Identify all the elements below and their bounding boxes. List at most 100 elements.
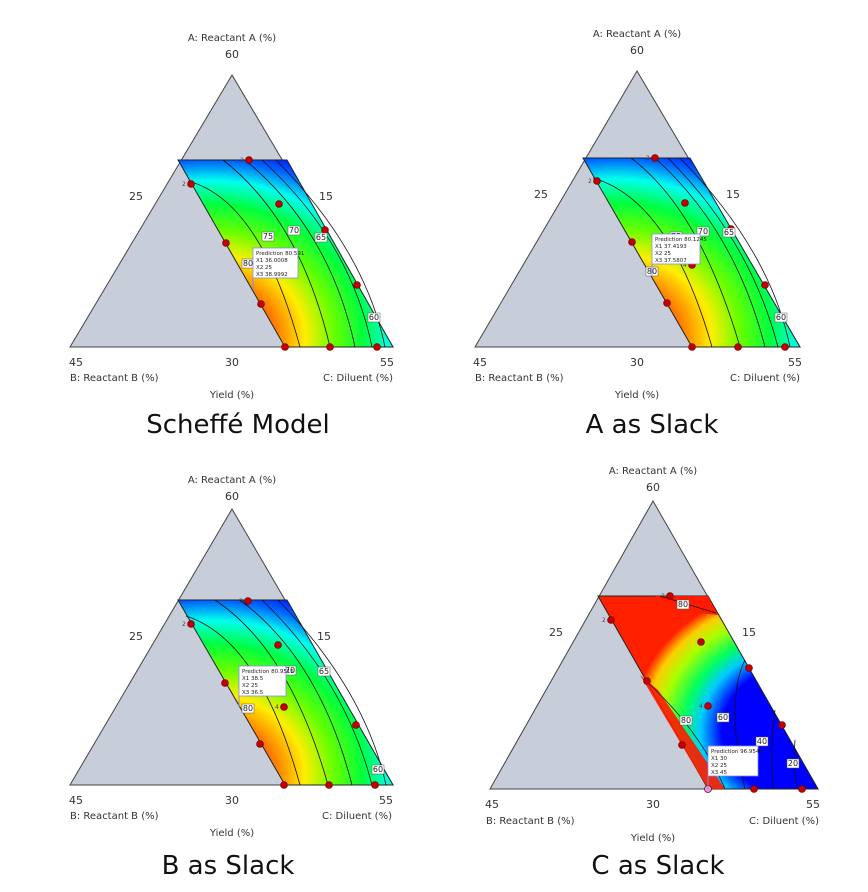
contour-label: 80: [243, 704, 253, 713]
contour-label: 60: [369, 313, 379, 322]
bottom-left-tick: 45: [69, 356, 83, 369]
left-axis-label: B: Reactant B (%): [70, 811, 159, 822]
top-axis-label: A: Reactant A (%): [188, 33, 276, 44]
right-axis-label: C: Diluent (%): [323, 373, 393, 384]
left-tick: 25: [549, 626, 563, 639]
response-label: Yield (%): [209, 390, 254, 401]
contour-label: 60: [373, 765, 383, 774]
prediction-tooltip: Prediction 80.1245 X1 37.4193 X2 25 X3 3…: [651, 233, 707, 276]
high-yield-band-left: [640, 675, 725, 789]
caption-a-as-slack: A as Slack: [585, 410, 719, 440]
svg-text:X2 25: X2 25: [711, 763, 728, 769]
contour-label-boxes: [676, 599, 800, 769]
bottom-mid-tick: 30: [225, 794, 239, 807]
svg-text:X3 36.5: X3 36.5: [242, 690, 264, 696]
point-label: 2: [646, 155, 650, 162]
contour-lines: [185, 599, 387, 786]
response-label: Yield (%): [630, 833, 675, 844]
svg-text:X2 25: X2 25: [242, 683, 259, 689]
svg-text:X3 38.9992: X3 38.9992: [256, 272, 288, 278]
prediction-tooltip: Prediction 80.591 X1 36.0008 X2 25 X3 38…: [252, 247, 304, 290]
contour-label: 65: [724, 228, 734, 237]
contour-label: 40: [757, 737, 767, 746]
svg-text:X1 30: X1 30: [711, 756, 728, 762]
contour-label: 70: [285, 666, 295, 675]
right-tick: 15: [317, 630, 331, 643]
caption-scheffe-model: Scheffé Model: [146, 410, 330, 440]
bottom-mid-tick: 30: [630, 356, 644, 369]
point-label: 2: [661, 593, 665, 600]
contour-label-boxes: [241, 225, 381, 323]
left-axis-label: B: Reactant B (%): [486, 816, 575, 827]
svg-text:Prediction 80.9515: Prediction 80.9515: [242, 669, 294, 675]
prediction-tooltip: Prediction 96.9548 X1 30 X2 25 X3 45: [707, 745, 763, 789]
contour-label: 75: [263, 232, 273, 241]
caption-b-as-slack: B as Slack: [161, 851, 295, 881]
contour-label: 70: [289, 226, 299, 235]
right-tick: 15: [319, 190, 333, 203]
point-label: 2: [182, 621, 186, 628]
svg-text:X1 36.0008: X1 36.0008: [256, 258, 288, 264]
top-tick: 60: [630, 44, 644, 57]
right-tick: 15: [726, 188, 740, 201]
bottom-mid-tick: 30: [225, 356, 239, 369]
right-axis-label: C: Diluent (%): [322, 811, 392, 822]
point-label: 2: [588, 178, 592, 185]
right-axis-label: C: Diluent (%): [749, 816, 819, 827]
bottom-left-tick: 45: [69, 794, 83, 807]
svg-text:X1 37.4193: X1 37.4193: [655, 244, 687, 250]
bottom-left-tick: 45: [473, 356, 487, 369]
bottom-mid-tick: 30: [646, 798, 660, 811]
contour-label: 70: [698, 227, 708, 236]
point-label: 2: [239, 598, 243, 605]
contour-label: 60: [776, 313, 786, 322]
panel-a-as-slack: A: Reactant A (%) 60 2 2 4: [473, 29, 802, 401]
top-tick: 60: [225, 48, 239, 61]
point-label: 2: [602, 617, 606, 624]
contour-label: 80: [243, 259, 253, 268]
bottom-right-tick: 55: [380, 356, 394, 369]
panel-scheffe-model: A: Reactant A (%) 60 2 2: [69, 33, 394, 401]
bottom-right-tick: 55: [806, 798, 820, 811]
right-tick: 15: [742, 626, 756, 639]
top-axis-label: A: Reactant A (%): [609, 466, 697, 477]
contour-label: 80: [681, 716, 691, 725]
right-axis-label: C: Diluent (%): [730, 373, 800, 384]
point-label: 2: [240, 157, 244, 164]
contour-label: 65: [319, 667, 329, 676]
svg-text:X1 38.5: X1 38.5: [242, 676, 264, 682]
svg-text:X2 25: X2 25: [655, 251, 672, 257]
top-tick: 60: [646, 481, 660, 494]
svg-text:Prediction 80.1245: Prediction 80.1245: [655, 237, 707, 243]
contour-label: 80: [678, 600, 688, 609]
design-points: [593, 154, 789, 351]
point-label: 2: [182, 181, 186, 188]
top-tick: 60: [225, 490, 239, 503]
point-label: 4: [683, 262, 687, 269]
panel-b-as-slack: A: Reactant A (%) 60 2 2 4: [69, 475, 394, 839]
response-label: Yield (%): [209, 828, 254, 839]
caption-c-as-slack: C as Slack: [591, 851, 725, 881]
svg-text:X2 25: X2 25: [256, 265, 273, 271]
contour-label: 60: [718, 713, 728, 722]
top-axis-label: A: Reactant A (%): [593, 29, 681, 40]
bottom-right-tick: 55: [379, 794, 393, 807]
contour-lines: [592, 157, 791, 348]
point-label: 4: [699, 703, 703, 710]
design-points: [187, 156, 381, 351]
response-label: Yield (%): [614, 390, 659, 401]
point-label: 4: [275, 704, 279, 711]
panel-c-as-slack: A: Reactant A (%) 60 2 2 4: [485, 466, 820, 844]
prediction-tooltip: Prediction 80.9515 X1 38.5 X2 25 X3 36.5: [238, 665, 294, 707]
bottom-right-tick: 55: [788, 356, 802, 369]
design-points: [607, 592, 806, 793]
top-axis-label: A: Reactant A (%): [188, 475, 276, 486]
contour-label: 20: [788, 759, 798, 768]
left-tick: 25: [534, 188, 548, 201]
bottom-left-tick: 45: [485, 798, 499, 811]
left-axis-label: B: Reactant B (%): [475, 373, 564, 384]
left-tick: 25: [129, 190, 143, 203]
svg-text:X3 45: X3 45: [711, 770, 728, 776]
left-axis-label: B: Reactant B (%): [70, 373, 159, 384]
